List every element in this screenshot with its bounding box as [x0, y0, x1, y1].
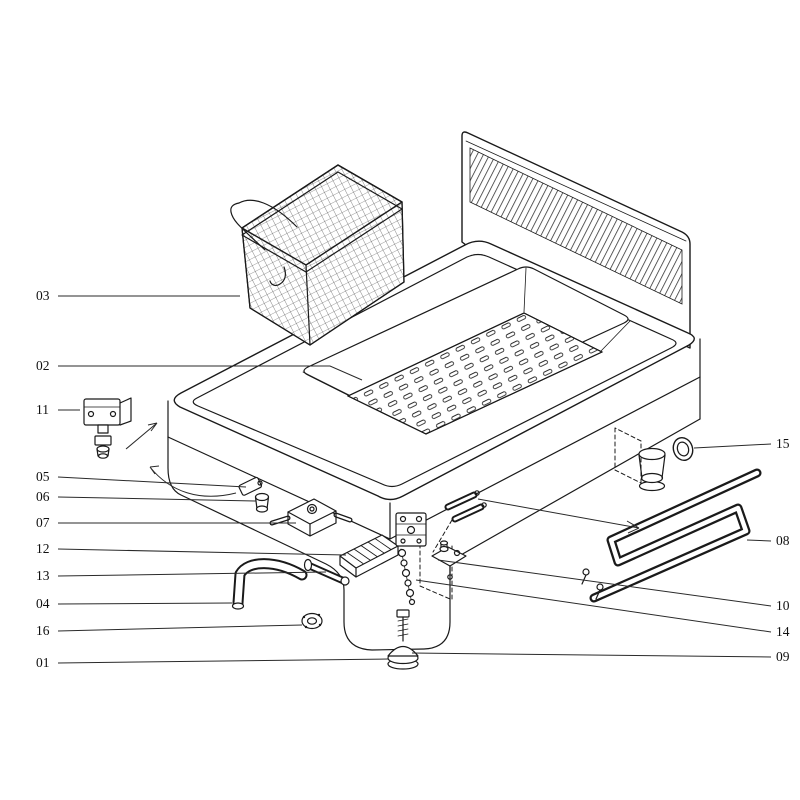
part-number-12: 12 — [36, 541, 50, 556]
part-number-06: 06 — [36, 489, 50, 504]
part-01-adjustable-foot — [387, 609, 419, 670]
leader-line-08 — [746, 539, 772, 542]
part-12-terminal-block — [339, 534, 399, 578]
callouts: 03 02 11 05 06 07 12 13 04 16 01 15 08 1… — [36, 288, 790, 670]
leader-line-04 — [57, 602, 233, 605]
perforated-plate — [346, 312, 604, 435]
part-07-valve — [269, 498, 353, 537]
underside-components — [231, 476, 487, 670]
leader-line-16 — [57, 624, 303, 632]
arrow-curved — [149, 465, 237, 497]
basket-handle — [230, 199, 298, 251]
part-05-component — [238, 476, 263, 496]
element-screws — [581, 568, 604, 600]
part-11-component — [83, 397, 132, 459]
leader-line-10 — [437, 559, 772, 607]
part-number-05: 05 — [36, 469, 50, 484]
part-number-01: 01 — [36, 655, 50, 670]
part-number-11: 11 — [36, 402, 49, 417]
leader-line-02 — [58, 365, 363, 381]
part-number-13: 13 — [36, 568, 50, 583]
part-13-pipe — [303, 558, 350, 586]
assembly-arrows — [125, 422, 640, 534]
part-14-control-box — [395, 512, 427, 606]
part-number-08: 08 — [776, 533, 790, 548]
part-number-10: 10 — [776, 598, 790, 613]
backsplash-panel — [461, 131, 691, 349]
leader-line-01 — [57, 658, 389, 664]
part-16-flange — [301, 612, 323, 630]
leader-line-13 — [57, 571, 327, 577]
part-number-07: 07 — [36, 515, 50, 530]
part-15-o-ring — [672, 436, 694, 462]
tank-opening — [302, 266, 631, 435]
leader-line-14 — [415, 579, 772, 633]
part-number-04: 04 — [36, 596, 50, 611]
right-foot — [638, 447, 666, 492]
fryer-body — [167, 240, 701, 651]
part-number-02: 02 — [36, 358, 50, 373]
vent-grille — [469, 147, 683, 305]
part-08-heating-element — [581, 468, 762, 603]
basket-hook — [269, 266, 286, 287]
part-number-16: 16 — [36, 623, 50, 638]
fryer-basket — [230, 164, 405, 346]
leader-line-06 — [57, 496, 257, 502]
part-number-09: 09 — [776, 649, 790, 664]
leader-line-05 — [57, 476, 247, 488]
part-06-component — [254, 492, 270, 513]
part-number-03: 03 — [36, 288, 50, 303]
part-10-pilot-assembly — [431, 540, 467, 580]
sensor-probes — [444, 490, 487, 523]
leader-line-15 — [693, 443, 772, 449]
part-number-14: 14 — [776, 624, 790, 639]
leader-line-09 — [411, 652, 772, 658]
arrow-right — [477, 498, 640, 534]
part-04-drain-pipe — [231, 558, 308, 610]
leader-line-12 — [57, 548, 347, 556]
arrow-small — [125, 422, 158, 450]
part-number-15: 15 — [776, 436, 790, 451]
